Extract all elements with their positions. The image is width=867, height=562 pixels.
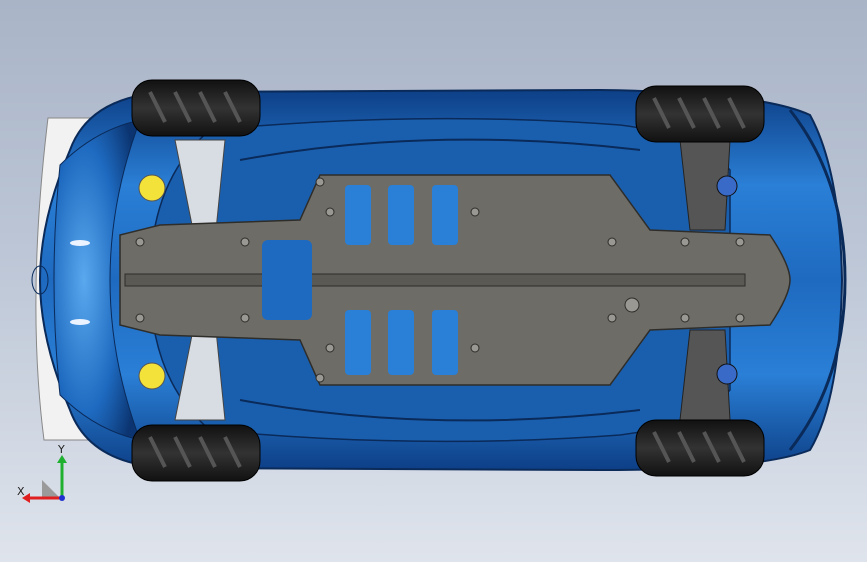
tire-front-bottom[interactable] <box>131 424 261 482</box>
side-rail-bottom <box>239 399 641 422</box>
y-axis-head <box>57 455 67 463</box>
tire-front-top[interactable] <box>131 79 261 137</box>
chassis-cutout-6 <box>388 310 414 375</box>
rear-bearing-top <box>716 175 738 197</box>
triad-plane <box>42 480 60 498</box>
chassis-cutout-1 <box>262 240 312 320</box>
chassis-screws <box>135 177 745 383</box>
x-axis-label: X <box>17 485 25 498</box>
nose-vent-mid <box>31 265 49 295</box>
chassis-cutout-2 <box>345 185 371 245</box>
chassis-cutout-7 <box>432 310 458 375</box>
chassis-spine <box>124 273 746 287</box>
chassis-cutout-3 <box>388 185 414 245</box>
front-damper-bottom <box>138 362 166 390</box>
front-damper-top <box>138 174 166 202</box>
chassis-cutout-5 <box>345 310 371 375</box>
nose-vent-top <box>70 240 90 246</box>
tire-rear-top[interactable] <box>635 85 765 143</box>
x-axis-head <box>22 493 30 503</box>
nose-vent-bottom <box>70 319 90 325</box>
tire-rear-bottom[interactable] <box>635 419 765 477</box>
side-rail-top <box>239 138 641 161</box>
rear-bearing-bottom <box>716 363 738 385</box>
coordinate-triad <box>12 440 82 510</box>
chassis-cutout-4 <box>432 185 458 245</box>
y-axis-label: Y <box>58 443 65 456</box>
rear-lip <box>788 109 847 451</box>
z-axis-dot <box>59 495 65 501</box>
